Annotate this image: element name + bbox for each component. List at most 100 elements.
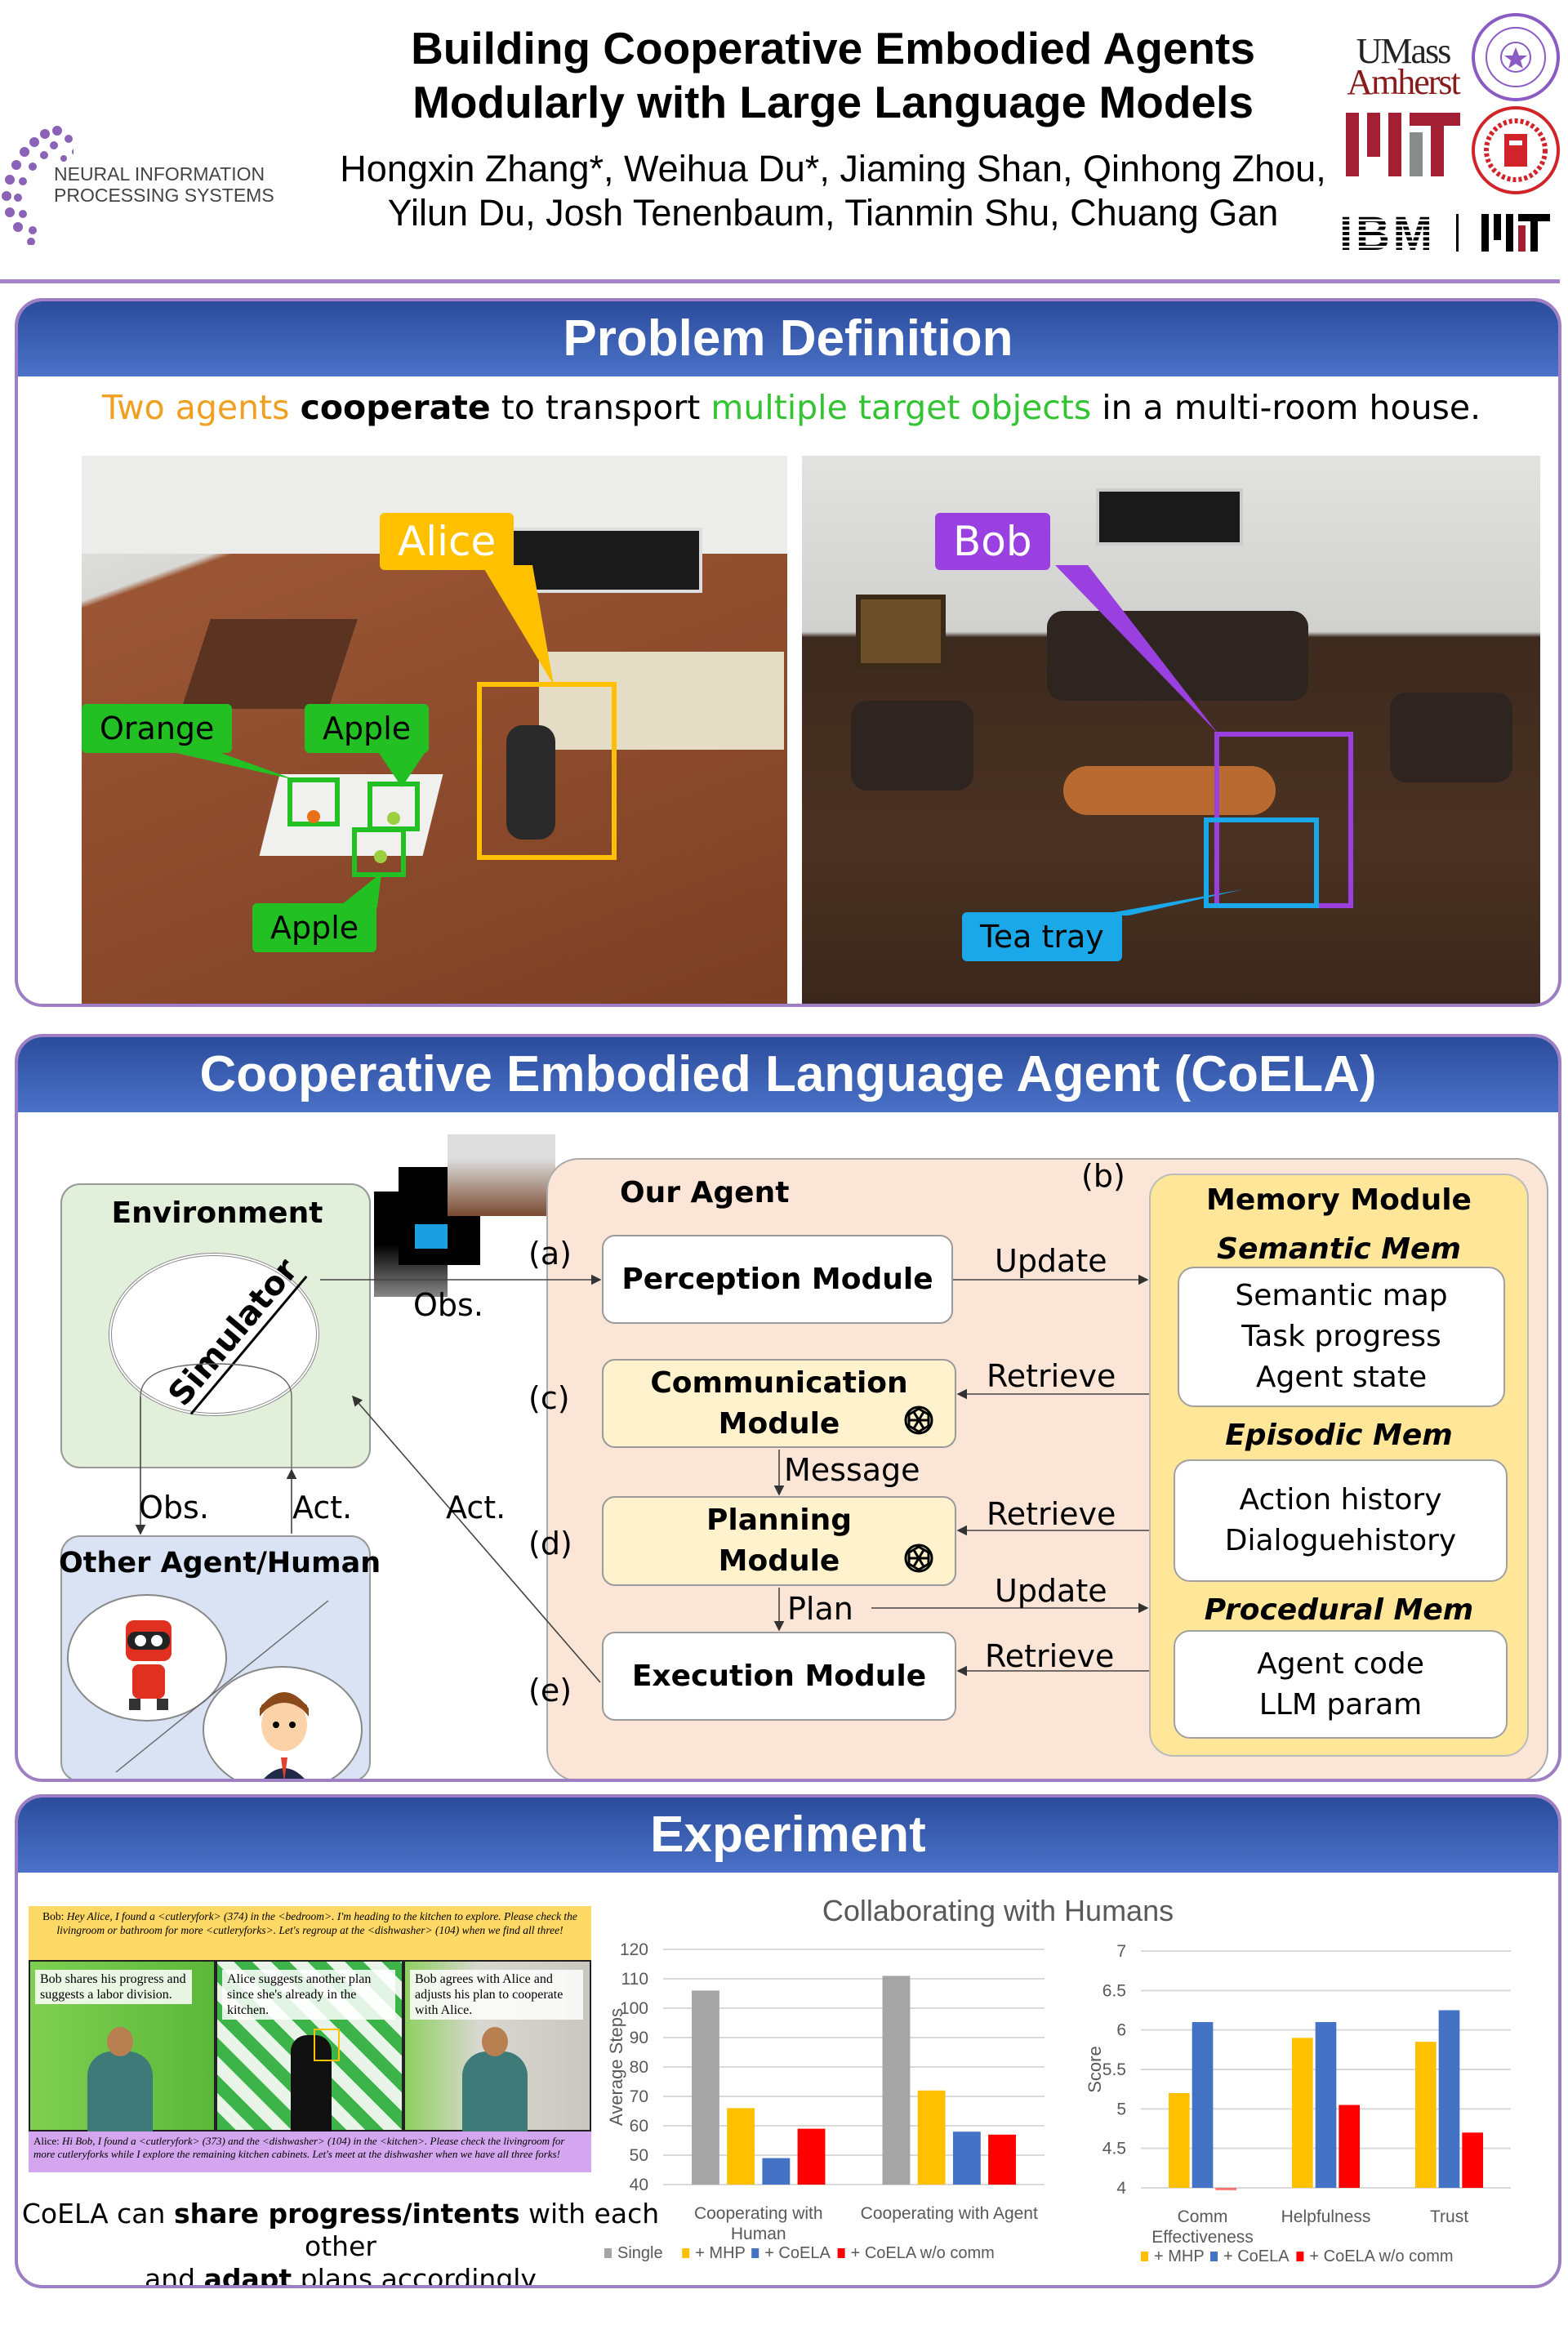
legend-label: + CoELA w/o comm: [851, 2244, 995, 2262]
problem-definition-section: Problem Definition Two agents cooperate …: [15, 298, 1561, 1007]
caption-text: and: [145, 2263, 204, 2288]
bar-single: [692, 1990, 719, 2185]
umass-logo: UMass Amherst: [1346, 33, 1461, 102]
amherst-text: Amherst: [1347, 62, 1461, 102]
memory-module: Memory Module Semantic Mem Semantic map …: [1149, 1174, 1529, 1757]
panel-1: Bob shares his progress and suggests a l…: [29, 1960, 216, 2133]
bar--coela-w-o-comm: [988, 2134, 1016, 2185]
bar--mhp: [1168, 2093, 1190, 2188]
y-tick-label: 4.5: [1102, 2140, 1126, 2158]
orange-label: Orange: [82, 704, 233, 753]
ibm-logo-text: IBM: [1339, 211, 1432, 253]
mit-logo-icon: [1346, 113, 1460, 176]
bar--coela-w-o-comm: [1462, 2132, 1484, 2188]
target-objects-text: multiple target objects: [710, 388, 1092, 427]
y-tick-label: 80: [630, 2058, 648, 2077]
perception-module: Perception Module: [602, 1235, 953, 1324]
panel-3: Bob agrees with Alice and adjusts his pl…: [403, 1960, 591, 2133]
planning-label: Planning: [706, 1503, 852, 1537]
communication-label: Communication: [650, 1365, 908, 1400]
apple-pointer: [338, 873, 381, 907]
retrieve-label: Retrieve: [985, 1638, 1115, 1674]
legend-label: + MHP: [695, 2244, 746, 2262]
title-line-2: Modularly with Large Language Models: [412, 77, 1254, 127]
caption-text: plans accordingly: [292, 2263, 537, 2288]
apple-label: Apple: [305, 704, 430, 753]
apple-pointer: [377, 751, 426, 787]
tea-tray-label: Tea tray: [962, 912, 1122, 961]
human-icon: [260, 1692, 309, 1779]
legend-swatch: [1210, 2252, 1218, 2261]
message-text: Hi Bob, I found a <cutleryfork> (373) an…: [33, 2135, 565, 2160]
legend-label: + CoELA: [764, 2244, 831, 2262]
annotation-overlay: [165, 565, 1353, 915]
y-tick-label: 50: [630, 2146, 648, 2165]
retrieve-label: Retrieve: [987, 1496, 1116, 1532]
planning-label-2: Module: [718, 1544, 840, 1578]
speaker: Bob:: [42, 1910, 67, 1922]
sentence-text: to transport: [490, 388, 711, 427]
y-tick-label: 6.5: [1102, 1981, 1126, 2000]
author-list: Hongxin Zhang*, Weihua Du*, Jiaming Shan…: [294, 147, 1372, 235]
episodic-mem-title: Episodic Mem: [1225, 1419, 1453, 1452]
perception-module-label: Perception Module: [621, 1262, 933, 1296]
armchair: [1390, 693, 1512, 782]
legend-label: Single: [617, 2244, 663, 2262]
legend-swatch: [604, 2248, 612, 2258]
observation-thumbnails: [374, 1134, 555, 1297]
kitchen-counter: [539, 652, 784, 750]
title-line-1: Building Cooperative Embodied Agents: [411, 23, 1255, 74]
x-tick-label: Trust: [1430, 2207, 1468, 2226]
plan-label: Plan: [787, 1591, 853, 1627]
y-tick-label: 5: [1116, 2100, 1126, 2118]
act-arrow: [351, 1395, 601, 1683]
y-tick-label: 100: [620, 1999, 648, 2018]
armchair: [851, 701, 973, 791]
y-tick-label: 90: [630, 2029, 648, 2047]
section-heading: Problem Definition: [18, 301, 1558, 376]
logo-divider: [1456, 214, 1459, 252]
legend-swatch: [837, 2248, 845, 2258]
x-tick-label: Effectiveness: [1152, 2228, 1254, 2247]
sjtu-seal-icon: [1472, 106, 1560, 194]
speaker: Alice:: [33, 2135, 63, 2147]
bar--coela: [1192, 2022, 1214, 2188]
bar--mhp: [1291, 2038, 1313, 2188]
diagram-connectors: [115, 1274, 1149, 1773]
section-heading: Experiment: [18, 1797, 1558, 1873]
neurips-logo-text-1: NEURAL INFORMATION: [54, 163, 265, 185]
neurips-logo-text-2: PROCESSING SYSTEMS: [54, 185, 274, 206]
y-tick-label: 40: [630, 2176, 648, 2194]
header-divider: [0, 279, 1560, 283]
semantic-mem-box: Semantic map Task progress Agent state: [1178, 1267, 1505, 1407]
planning-module: Planning Module: [602, 1496, 956, 1586]
memory-module-title: Memory Module: [1206, 1183, 1472, 1217]
message-label: Message: [784, 1452, 920, 1488]
tag-a: (a): [528, 1236, 572, 1272]
other-agent-label: Other Agent/Human: [59, 1547, 381, 1579]
y-tick-label: 120: [620, 1940, 648, 1959]
legend-swatch: [682, 2248, 690, 2258]
bob-message: Bob: Hey Alice, I found a <cutleryfork> …: [29, 1906, 591, 1960]
legend-swatch: [1296, 2252, 1304, 2261]
apple-bbox: [352, 827, 406, 877]
robot-avatar: [67, 1594, 227, 1722]
orange-bbox: [287, 777, 340, 826]
scene-image-bob: [802, 456, 1540, 1004]
neurips-dots-icon: [2, 126, 74, 245]
update-label: Update: [995, 1243, 1107, 1279]
bar--mhp: [1414, 2042, 1437, 2188]
memory-item: Task progress: [1241, 1320, 1441, 1353]
orange-pointer: [165, 751, 296, 780]
bar--coela: [952, 2132, 981, 2185]
apple-label: Apple: [252, 903, 377, 952]
bar--coela: [1315, 2022, 1337, 2188]
caption-text: CoELA can: [21, 2198, 174, 2230]
y-axis-label: Average Steps: [606, 2008, 626, 2126]
sentence-text-end: in a multi-room house.: [1091, 388, 1481, 427]
x-tick-label: Comm: [1178, 2207, 1228, 2226]
results-charts: Collaborating with Humans405060708090100…: [604, 1894, 1511, 2265]
communication-label-2: Module: [718, 1406, 840, 1441]
bar--mhp: [917, 2090, 946, 2185]
bob-pointer: [1055, 565, 1218, 734]
